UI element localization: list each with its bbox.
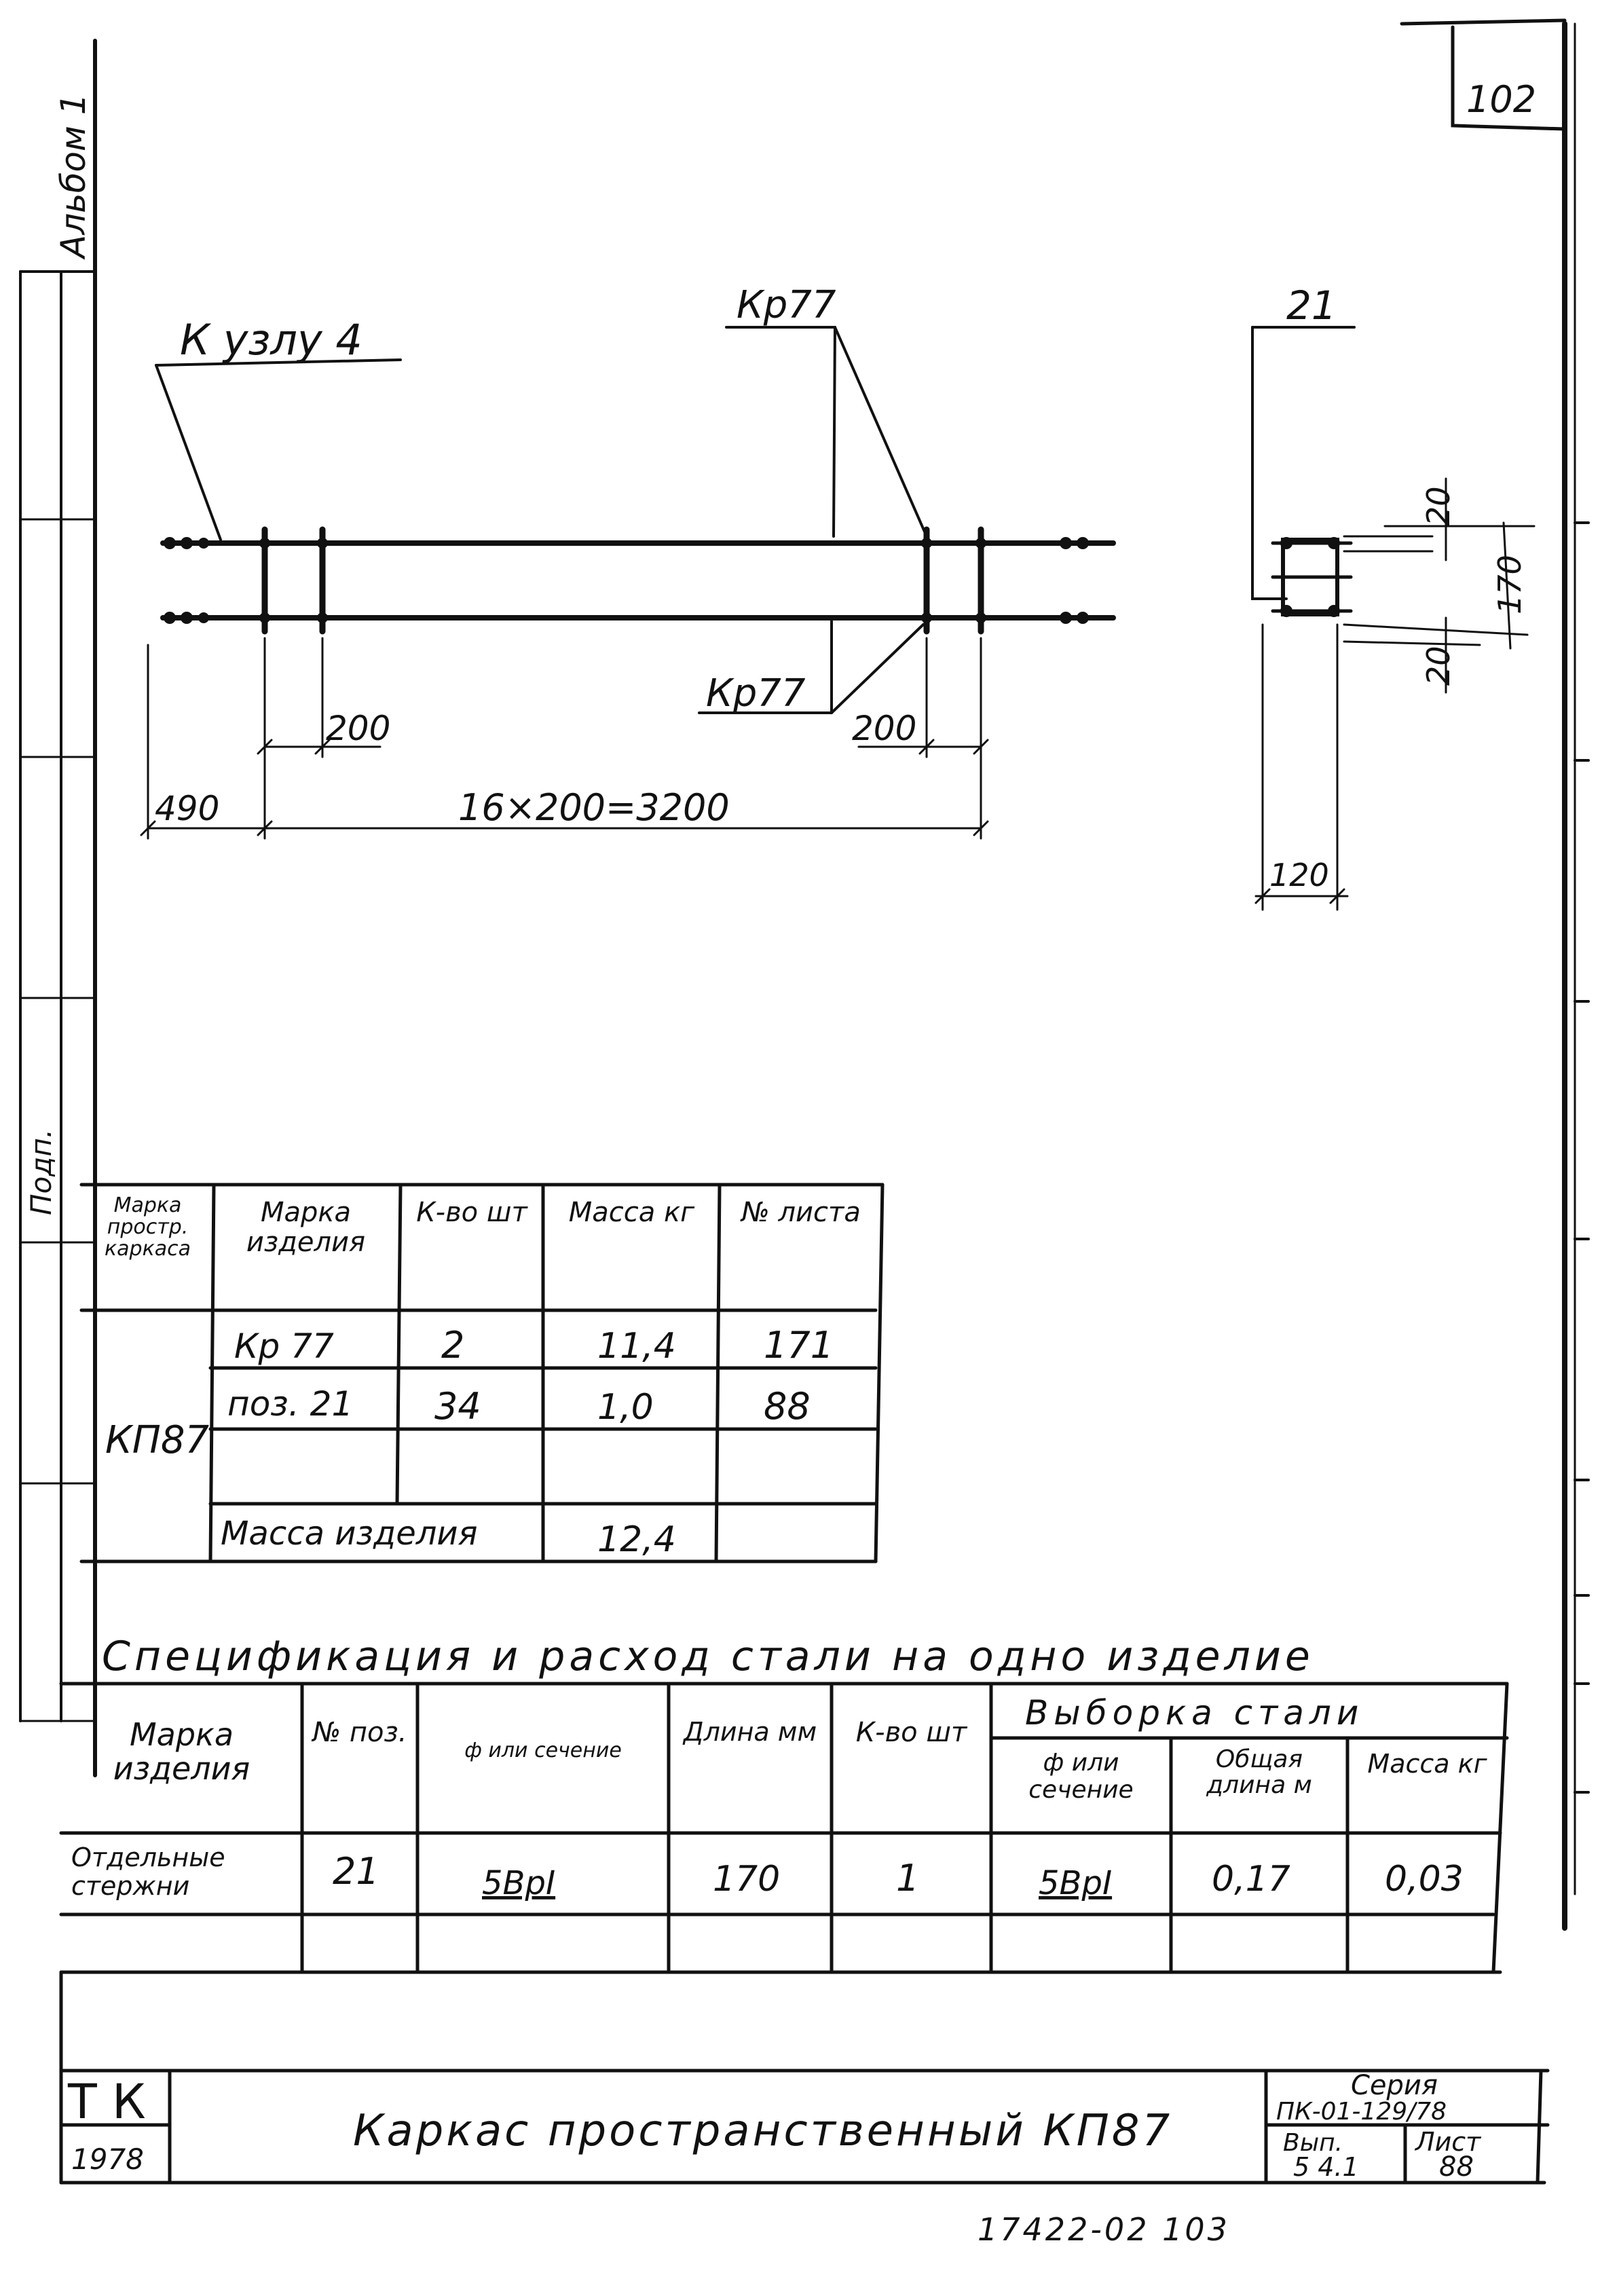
spec-header-sel-mass: Масса кг (1367, 1749, 1487, 1779)
spec-row-section: 5ВрI (482, 1864, 555, 1902)
series-label: Серия (1351, 2070, 1438, 2101)
dim-20-bottom: 20 (1420, 646, 1457, 686)
callout-node-4: К узлу 4 (180, 315, 362, 365)
issue-value: 5 4.1 (1293, 2152, 1359, 2182)
spec-row-sel-mass: 0,03 (1385, 1859, 1464, 1900)
position-label-21: 21 (1286, 282, 1337, 329)
spec-row-pos: 21 (333, 1850, 379, 1893)
assembly-header-frame-mark: Марка простр. каркаса (105, 1193, 191, 1261)
series-value: ПК-01-129/78 (1276, 2098, 1447, 2126)
issue-label: Вып. (1283, 2129, 1343, 2157)
title-block-grid (59, 1970, 1550, 2185)
spec-header-pos: № поз. (312, 1717, 407, 1748)
year-label: 1978 (71, 2143, 144, 2176)
assembly-header-qty: К-во шт (416, 1197, 527, 1228)
footer-stamp: 17422-02 103 (978, 2211, 1230, 2248)
table-row-sheet: 88 (764, 1385, 811, 1428)
spec-header-qty: К-во шт (855, 1717, 967, 1748)
album-label: Альбом 1 (54, 94, 93, 260)
dim-170: 170 (1491, 555, 1528, 614)
spec-title: Спецификация и расход стали на одно изде… (102, 1633, 1314, 1680)
table-row-qty: 34 (434, 1385, 481, 1428)
tk-label: Т К (67, 2074, 146, 2130)
sheet-number: 102 (1466, 78, 1536, 121)
assembly-header-mass: Масса кг (568, 1197, 695, 1228)
table-row-mass: 11,4 (597, 1326, 676, 1367)
sheet-label: Лист (1414, 2127, 1482, 2157)
spec-row-length: 170 (713, 1859, 780, 1900)
table-row-item: Кр 77 (234, 1327, 334, 1366)
table-row-mass: 1,0 (597, 1387, 654, 1428)
dim-200-left: 200 (326, 709, 390, 748)
spec-header-mark: Марка изделия (113, 1716, 250, 1787)
table-row-sheet: 171 (764, 1324, 834, 1367)
spec-header-length: Длина мм (683, 1717, 817, 1747)
spec-row-mark: Отдельные стержни (71, 1843, 225, 1901)
dim-490: 490 (155, 789, 219, 828)
total-mass-label: Масса изделия (221, 1515, 477, 1553)
spec-row-sel-section: 5ВрI (1039, 1864, 1112, 1902)
callout-kr77-bottom: Кр77 (706, 671, 806, 716)
spec-row-sel-total-length: 0,17 (1212, 1859, 1290, 1900)
spec-row-qty: 1 (896, 1857, 919, 1900)
assembly-header-sheet: № листа (741, 1197, 861, 1228)
spec-header-sel-section: ф или сечение (1028, 1749, 1134, 1804)
spec-header-sel-total-length: Общая длина м (1206, 1745, 1312, 1799)
spec-header-section: ф или сечение (464, 1739, 622, 1762)
sheet-value: 88 (1439, 2151, 1474, 2183)
spec-table-grid (59, 1682, 1509, 1974)
spec-header-selection: Выборка стали (1025, 1693, 1364, 1733)
total-mass-value: 12,4 (597, 1519, 676, 1560)
assembly-header-item-mark: Марка изделия (246, 1197, 366, 1258)
frame-mark-kp87: КП87 (105, 1418, 209, 1462)
callout-kr77-top: Кр77 (737, 283, 836, 327)
dim-20-top: 20 (1420, 486, 1457, 526)
assembly-table-grid (79, 1183, 885, 1563)
table-row-qty: 2 (441, 1324, 464, 1367)
dim-200-right: 200 (852, 709, 916, 748)
left-margin-sign: Подп. (24, 1129, 58, 1215)
dim-total-3200: 16×200=3200 (458, 786, 730, 829)
dim-120: 120 (1269, 857, 1329, 893)
table-row-item: поз. 21 (227, 1384, 353, 1424)
drawing-title: Каркас пространственный КП87 (353, 2106, 1172, 2156)
